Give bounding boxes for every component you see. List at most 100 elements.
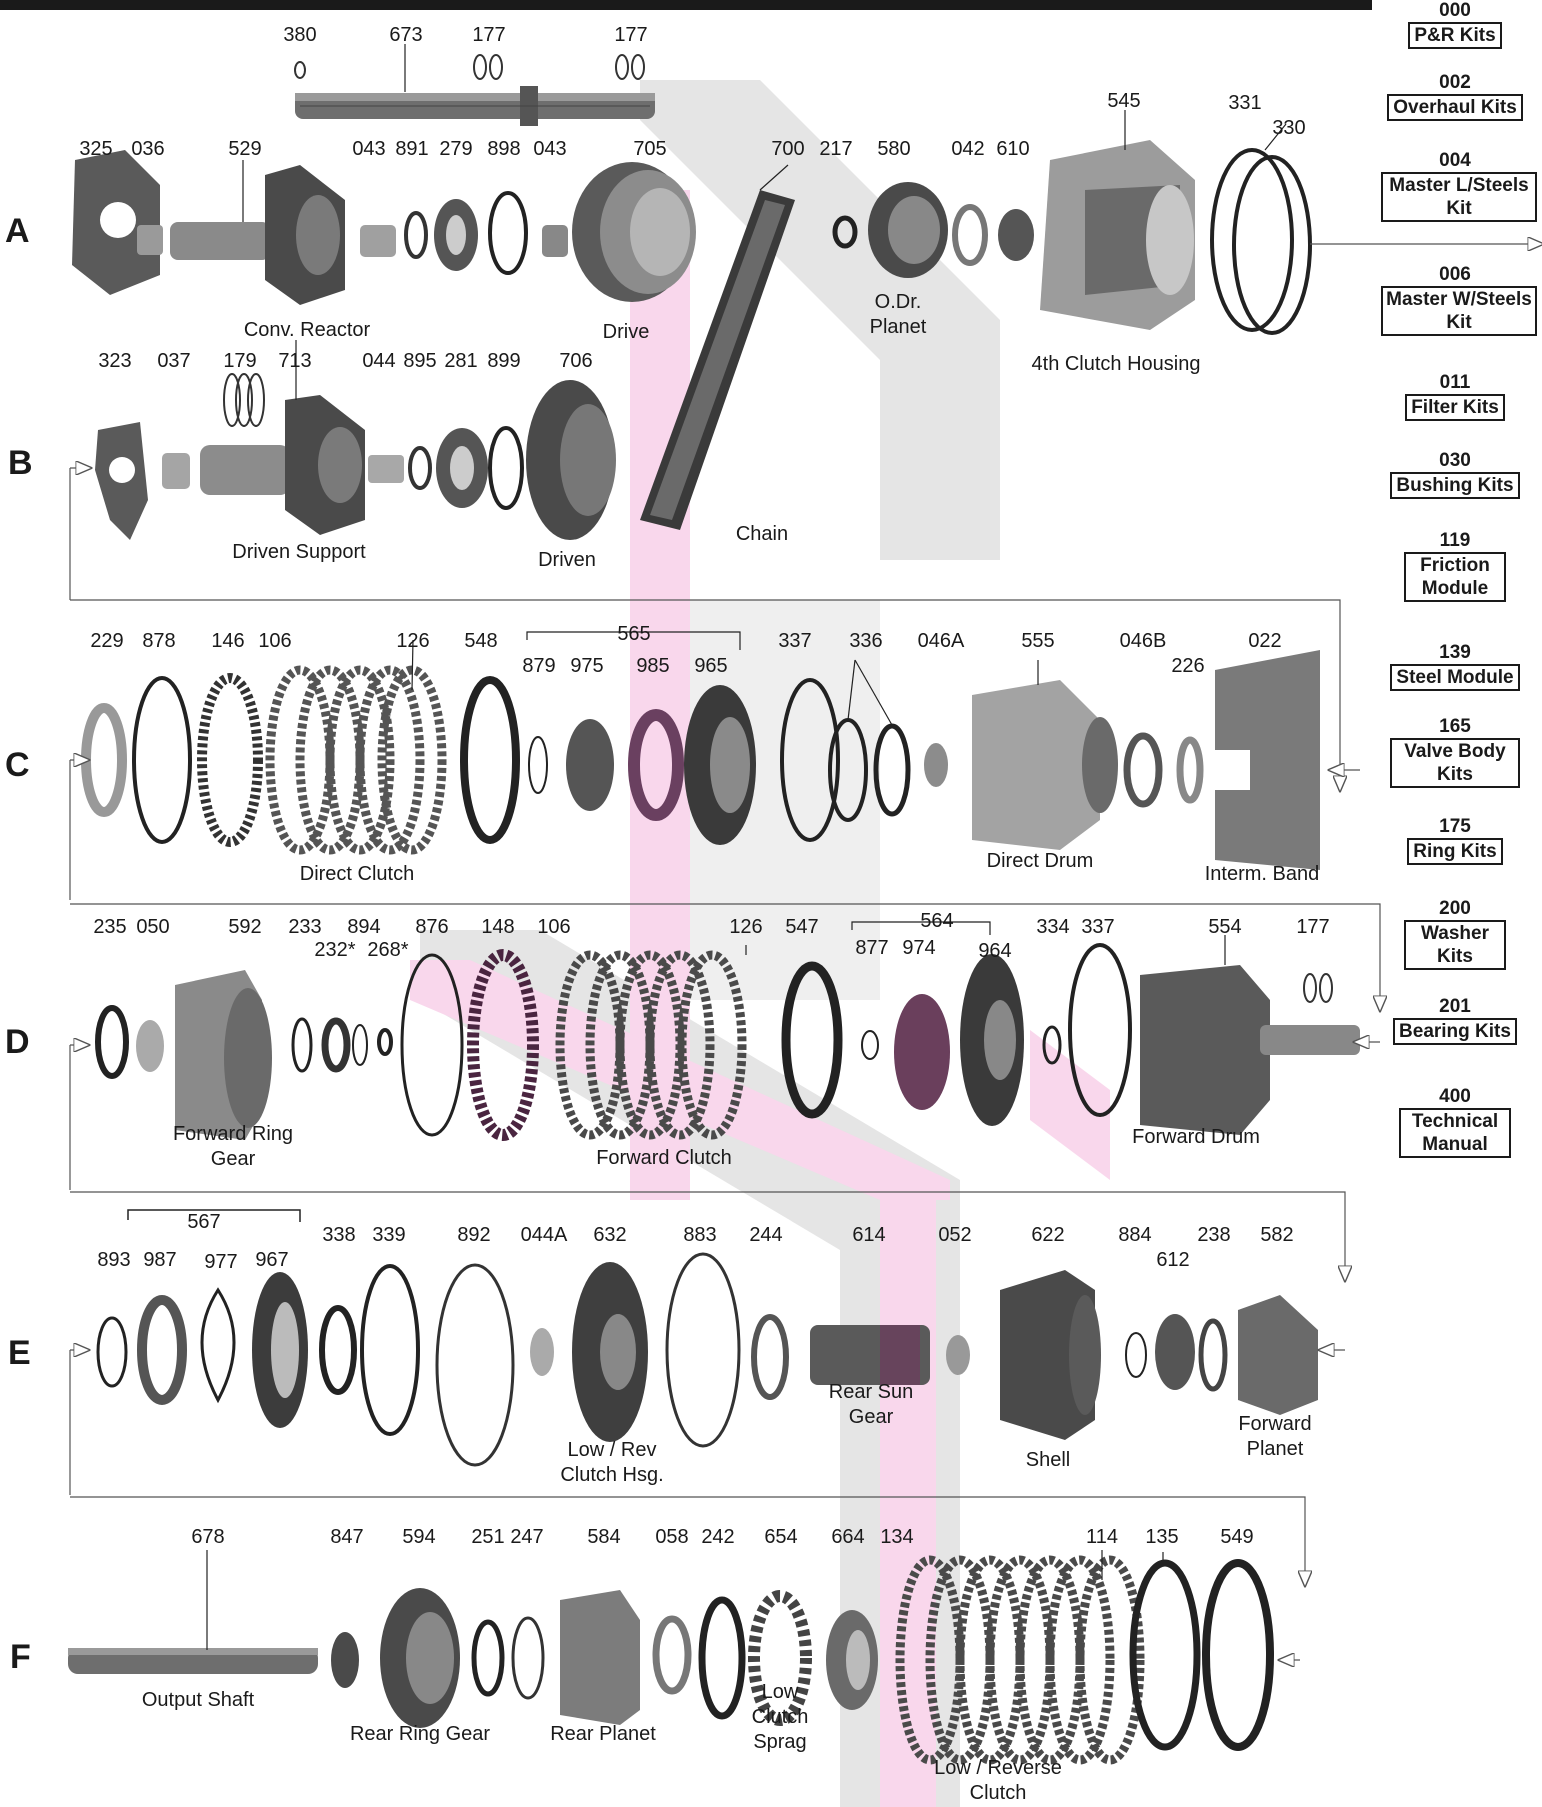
part-number: 044A — [520, 1224, 568, 1246]
part-number: 179 — [223, 350, 257, 372]
kit-code: 175 — [1439, 816, 1471, 837]
component-label: Forward Clutch — [596, 1147, 732, 1169]
part-number: 610 — [996, 138, 1030, 160]
part-number: 106 — [258, 630, 292, 652]
row-label-c: C — [5, 746, 30, 784]
part-number: 974 — [902, 937, 936, 959]
kit-code: 002 — [1439, 72, 1471, 93]
kit-legend-item[interactable]: 200 Washer Kits — [1381, 898, 1529, 970]
part-number: 148 — [481, 916, 515, 938]
part-number: 967 — [255, 1249, 289, 1271]
part-number: 893 — [97, 1249, 131, 1271]
component-label: Chain — [735, 523, 789, 545]
part-number: 883 — [683, 1224, 717, 1246]
part-number: 964 — [978, 940, 1012, 962]
part-number: 244 — [749, 1224, 783, 1246]
component-label: Low / Reverse Clutch — [934, 1757, 1062, 1804]
top-black-bar — [0, 0, 1372, 10]
kit-legend-item[interactable]: 011 Filter Kits — [1381, 372, 1529, 421]
part-number: 548 — [464, 630, 498, 652]
part-number: 043 — [533, 138, 567, 160]
row-d-parts — [69, 943, 1380, 1280]
component-label: Rear Sun Gear — [828, 1381, 914, 1428]
kit-legend-item[interactable]: 119 Friction Module — [1381, 530, 1529, 602]
part-number: 217 — [819, 138, 853, 160]
part-number: 279 — [439, 138, 473, 160]
part-number: 987 — [143, 1249, 177, 1271]
part-number: 898 — [487, 138, 521, 160]
kit-code: 000 — [1439, 0, 1471, 21]
part-number: 233 — [288, 916, 322, 938]
kit-name: Valve Body Kits — [1390, 738, 1520, 788]
kit-name: Steel Module — [1390, 664, 1520, 691]
part-number: 705 — [633, 138, 667, 160]
part-number: 135 — [1145, 1526, 1179, 1548]
part-number: 044 — [362, 350, 396, 372]
row-label-f: F — [10, 1638, 31, 1676]
kit-legend-item[interactable]: 175 Ring Kits — [1381, 816, 1529, 865]
part-number: 713 — [278, 350, 312, 372]
part-number: 612 — [1156, 1249, 1190, 1271]
component-label: Forward Ring Gear — [172, 1123, 294, 1170]
part-number: 664 — [831, 1526, 865, 1548]
part-number: 022 — [1248, 630, 1282, 652]
part-number: 876 — [415, 916, 449, 938]
part-number: 580 — [877, 138, 911, 160]
kit-code: 400 — [1439, 1086, 1471, 1107]
kit-legend-item[interactable]: 139 Steel Module — [1381, 642, 1529, 691]
part-number: 337 — [1081, 916, 1115, 938]
part-number: 337 — [778, 630, 812, 652]
kit-legend-item[interactable]: 002 Overhaul Kits — [1381, 72, 1529, 121]
part-number: 895 — [403, 350, 437, 372]
kit-code: 011 — [1439, 372, 1471, 393]
part-number: 380 — [283, 24, 317, 46]
component-label: Driven Support — [232, 541, 366, 563]
row-e-parts — [69, 1209, 1345, 1585]
part-number: 654 — [764, 1526, 798, 1548]
kit-name: Bearing Kits — [1393, 1018, 1517, 1045]
part-number: 126 — [396, 630, 430, 652]
part-number: 700 — [771, 138, 805, 160]
part-number: 899 — [487, 350, 521, 372]
part-number: 338 — [322, 1224, 356, 1246]
part-number: 555 — [1021, 630, 1055, 652]
kit-legend-item[interactable]: 000 P&R Kits — [1381, 0, 1529, 49]
part-number: 323 — [98, 350, 132, 372]
component-label: Forward Planet — [1238, 1413, 1312, 1460]
kit-code: 030 — [1439, 450, 1471, 471]
part-number: 126 — [729, 916, 763, 938]
row-c-parts — [69, 650, 1380, 1010]
part-number: 879 — [522, 655, 556, 677]
part-number: 114 — [1086, 1526, 1118, 1548]
kit-legend-item[interactable]: 400 Technical Manual — [1381, 1086, 1529, 1158]
kit-name: Master W/Steels Kit — [1381, 286, 1537, 336]
part-number: 232* — [314, 939, 356, 961]
part-number: 892 — [457, 1224, 491, 1246]
part-number: 042 — [951, 138, 985, 160]
component-label: Direct Clutch — [299, 863, 415, 885]
part-number: 678 — [191, 1526, 225, 1548]
part-number: 177 — [614, 24, 648, 46]
part-number: 251 — [471, 1526, 505, 1548]
kit-code: 004 — [1439, 150, 1471, 171]
part-number: 878 — [142, 630, 176, 652]
part-number: 877 — [855, 937, 889, 959]
part-number: 058 — [655, 1526, 689, 1548]
kit-name: Overhaul Kits — [1387, 94, 1523, 121]
row-b-parts — [69, 373, 1340, 790]
kit-legend-item[interactable]: 030 Bushing Kits — [1381, 450, 1529, 499]
component-label: Forward Drum — [1132, 1126, 1260, 1148]
kit-legend-item[interactable]: 004 Master L/Steels Kit — [1381, 150, 1537, 222]
part-number: 547 — [785, 916, 819, 938]
part-number: 554 — [1208, 916, 1242, 938]
kit-legend-item[interactable]: 006 Master W/Steels Kit — [1381, 264, 1537, 336]
component-label: Interm. Band — [1204, 863, 1320, 885]
part-number: 106 — [537, 916, 571, 938]
part-number: 529 — [228, 138, 262, 160]
kit-legend-item[interactable]: 201 Bearing Kits — [1381, 996, 1529, 1045]
kit-legend-item[interactable]: 165 Valve Body Kits — [1381, 716, 1529, 788]
part-number: 847 — [330, 1526, 364, 1548]
kit-code: 201 — [1439, 996, 1471, 1017]
